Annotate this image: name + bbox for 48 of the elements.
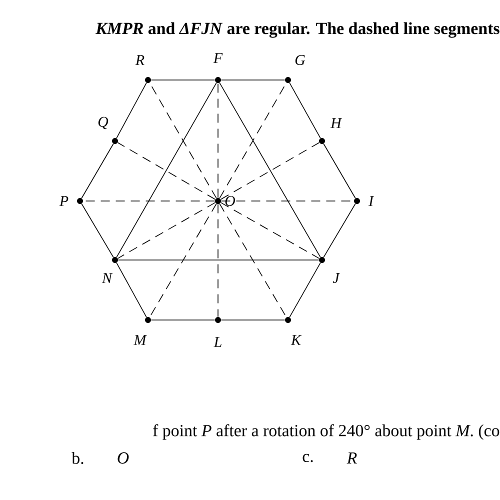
node-label: O [225,196,236,206]
dashed-line [117,202,216,259]
line-segment [289,82,321,139]
line-segment [323,203,356,258]
labeled-point: N [102,257,118,283]
labeled-point: R [135,55,151,83]
line-segment [116,82,217,258]
dashed-line [219,203,287,318]
labeled-point: F [213,53,223,83]
labeled-point: G [285,55,306,83]
dashed-line [149,203,217,318]
node-label: I [368,196,374,206]
dashed-line [220,202,320,259]
line-segment [323,143,356,199]
labeled-point: H [319,118,342,144]
labeled-point: P [59,196,83,206]
line-segment [116,82,147,139]
labeled-point: L [214,317,222,347]
node-label: G [295,54,306,66]
labeled-point: M [134,317,151,345]
text-line: c. [302,454,313,462]
dashed-line [220,142,320,200]
line-segment [116,262,147,318]
text-line: O [118,452,129,464]
line-segment [81,143,114,199]
line-segment [289,262,321,318]
labeled-point: O [215,196,236,206]
node-label: K [290,335,302,345]
labeled-point: K [285,317,302,345]
node-label: L [214,337,222,347]
node-label: R [135,55,144,65]
text-line: KMPR and ΔFJN are regular. The dashed line segments [96,22,500,38]
line-segment [81,203,114,258]
line-segment [219,82,321,258]
labeled-point: Q [98,116,118,144]
node-label: N [102,273,113,283]
node-label: P [59,196,68,206]
node-label: M [134,335,147,345]
text-line: b. [72,452,84,464]
labeled-point: I [354,196,374,206]
dashed-line [117,142,216,200]
labeled-point: J [319,257,340,283]
node-label: Q [98,116,108,130]
node-label: F [213,53,223,63]
text-line: f point P after a rotation of 240° about point M. (co [153,424,500,440]
node-label: H [330,118,342,128]
node-label: J [332,273,340,283]
text-line: R [346,452,357,464]
